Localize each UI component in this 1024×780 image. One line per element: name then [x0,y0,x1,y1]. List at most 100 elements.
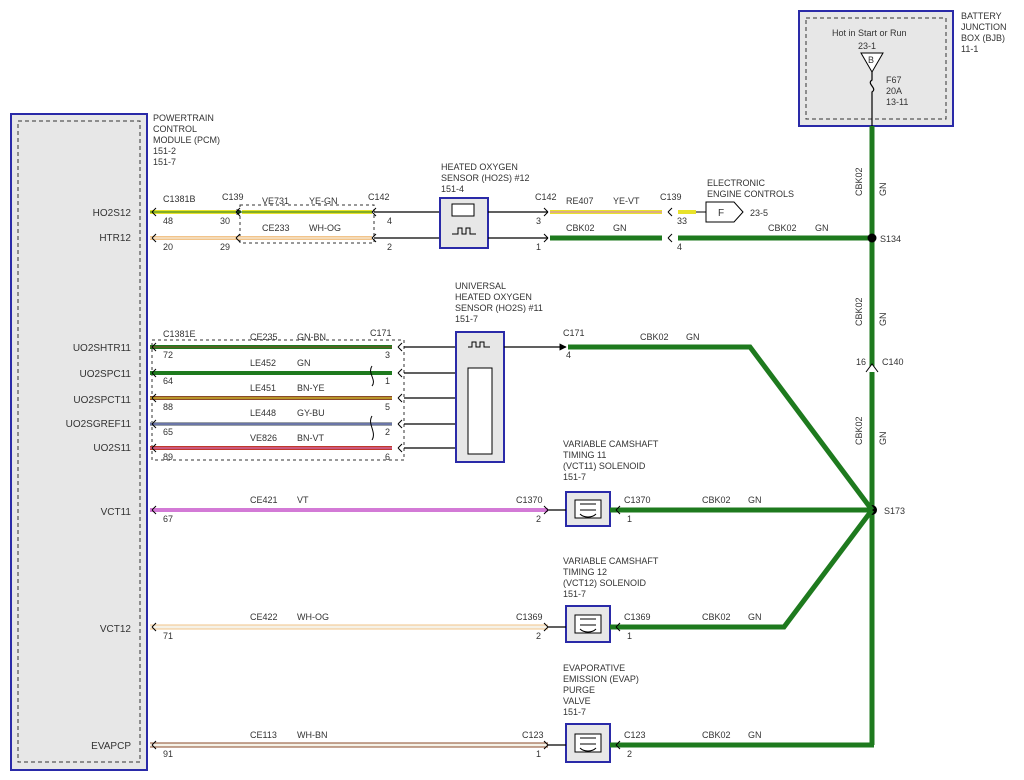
pcm-connector-arrows [151,207,157,750]
pcm-frame [10,113,148,771]
twisted-pair-2 [370,415,374,441]
wire-cbk02-label-6: CBK02 [702,730,731,740]
pin-29: 29 [220,242,230,252]
bus-cbk02-label-1: CBK02 [854,167,864,196]
fuse-label-2: 20A [886,86,902,96]
pcm-title-1: POWERTRAIN [153,113,214,123]
wire-ce422-label: CE422 [250,612,278,622]
vct12-title-1: VARIABLE CAMSHAFT [563,556,659,566]
eec-ref: 23-5 [750,208,768,218]
conn-c1381e: C1381E [163,329,196,339]
conn-c139-left: C139 [222,192,244,202]
conn-c171-left: C171 [370,328,392,338]
wire-gn-label-7: GN [748,730,762,740]
bjb-title-1: BATTERY [961,11,1002,21]
ho2s12-title-2: SENSOR (HO2S) #12 [441,173,530,183]
wire-cbk02-label-3: CBK02 [640,332,669,342]
pcm-pin-htr12: HTR12 [99,233,131,244]
pin-16: 16 [856,357,866,367]
pin-65: 65 [163,427,173,437]
uho2s11-title-2: HEATED OXYGEN [455,292,532,302]
pin-6-c171: 6 [385,452,390,462]
pcm-title-5: 151-7 [153,157,176,167]
pin-5-c171: 5 [385,402,390,412]
wire-gn-label-5: GN [748,495,762,505]
wire-gn-label-3: GN [297,358,311,368]
pin-72: 72 [163,350,173,360]
vct12-solenoid: VARIABLE CAMSHAFT TIMING 12 (VCT12) SOLE… [563,556,659,643]
eec-reference-flag [705,201,744,223]
bus-gn-label-3: GN [878,432,888,446]
pin-30: 30 [220,216,230,226]
wire-cbk02-uho2s [568,344,875,512]
eec-marker: F [718,208,724,219]
wire-ce421-label: CE421 [250,495,278,505]
wire-wh-og-label-2: WH-OG [297,612,329,622]
pin-4-c142: 4 [387,216,392,226]
conn-c139-right: C139 [660,192,682,202]
vct11-title-2: TIMING 11 [563,450,606,460]
conn-c171-right: C171 [563,328,585,338]
pin-1-c1370: 1 [627,514,632,524]
fuse-label-3: 13-11 [886,97,908,107]
inline-connector-arrows [235,207,673,750]
c139-dashed-box [239,204,375,244]
pin-48: 48 [163,216,173,226]
pcm-title-2: CONTROL [153,124,197,134]
bjb-connector-triangle [860,52,884,73]
conn-c1369-right: C1369 [624,612,651,622]
wire-bn-vt-label: BN-VT [297,433,325,443]
conn-c1381b: C1381B [163,194,196,204]
wire-cbk02-label-4: CBK02 [702,495,731,505]
wire-le448-label: LE448 [250,408,276,418]
pin-4-c171: 4 [566,350,571,360]
pcm-title-3: MODULE (PCM) [153,135,220,145]
splice-s173: S173 [884,506,905,516]
bjb-inner-frame [805,17,947,120]
pin-67: 67 [163,514,173,524]
bjb-marker: B [868,55,874,65]
pcm-pin-uo2s11: UO2S11 [93,443,131,454]
wire-gn-bn-label: GN-BN [297,332,326,342]
vct11-solenoid: VARIABLE CAMSHAFT TIMING 11 (VCT11) SOLE… [563,439,659,527]
fuse-symbol [869,72,875,126]
evap-title-5: 151-7 [563,707,586,717]
pcm-pin-vct11: VCT11 [101,507,132,518]
ho2s12-sensor: HEATED OXYGEN SENSOR (HO2S) #12 151-4 [439,162,530,249]
vct12-title-2: TIMING 12 [563,567,607,577]
evap-purge-valve: EVAPORATIVE EMISSION (EVAP) PURGE VALVE … [563,663,639,763]
pcm-pin-evapcp: EVAPCP [91,741,131,752]
pin-89: 89 [163,452,173,462]
pin-20: 20 [163,242,173,252]
vct11-title-1: VARIABLE CAMSHAFT [563,439,659,449]
evap-title-2: EMISSION (EVAP) [563,674,639,684]
pcm-pin-ho2s12: HO2S12 [93,208,132,219]
evap-coil [574,733,602,753]
wire-ye-gn-label: YE-GN [309,196,338,206]
pcm-pin-uo2spct11: UO2SPCT11 [73,395,131,406]
wire-re407-label: RE407 [566,196,594,206]
pin-1-c142: 1 [536,242,541,252]
wire-ve731-label: VE731 [262,196,289,206]
vct11-coil [574,499,602,519]
vct12-coil [574,614,602,634]
pin-1-c171: 1 [385,376,390,386]
uho2s11-title-3: SENSOR (HO2S) #11 [455,303,543,313]
bus-gn-label-1: GN [878,183,888,197]
wire-ce233-label: CE233 [262,223,290,233]
bjb-pin-label: 23-1 [858,41,876,51]
wire-le451-label: LE451 [250,383,276,393]
pin-4-c139: 4 [677,242,682,252]
uho2s11-sensing-cell [467,367,493,455]
bjb-title-3: BOX (BJB) [961,33,1005,43]
pin-3-c171: 3 [385,350,390,360]
conn-c123-left: C123 [522,730,544,740]
wire-cbk02-label-1: CBK02 [566,223,595,233]
wire-wh-bn-label: WH-BN [297,730,328,740]
conn-c140: C140 [882,357,904,367]
wire-gn-label-2: GN [815,223,829,233]
wire-ce113-label: CE113 [250,730,277,740]
solenoid-icon [579,618,597,633]
pin-2-c123: 2 [627,749,632,759]
